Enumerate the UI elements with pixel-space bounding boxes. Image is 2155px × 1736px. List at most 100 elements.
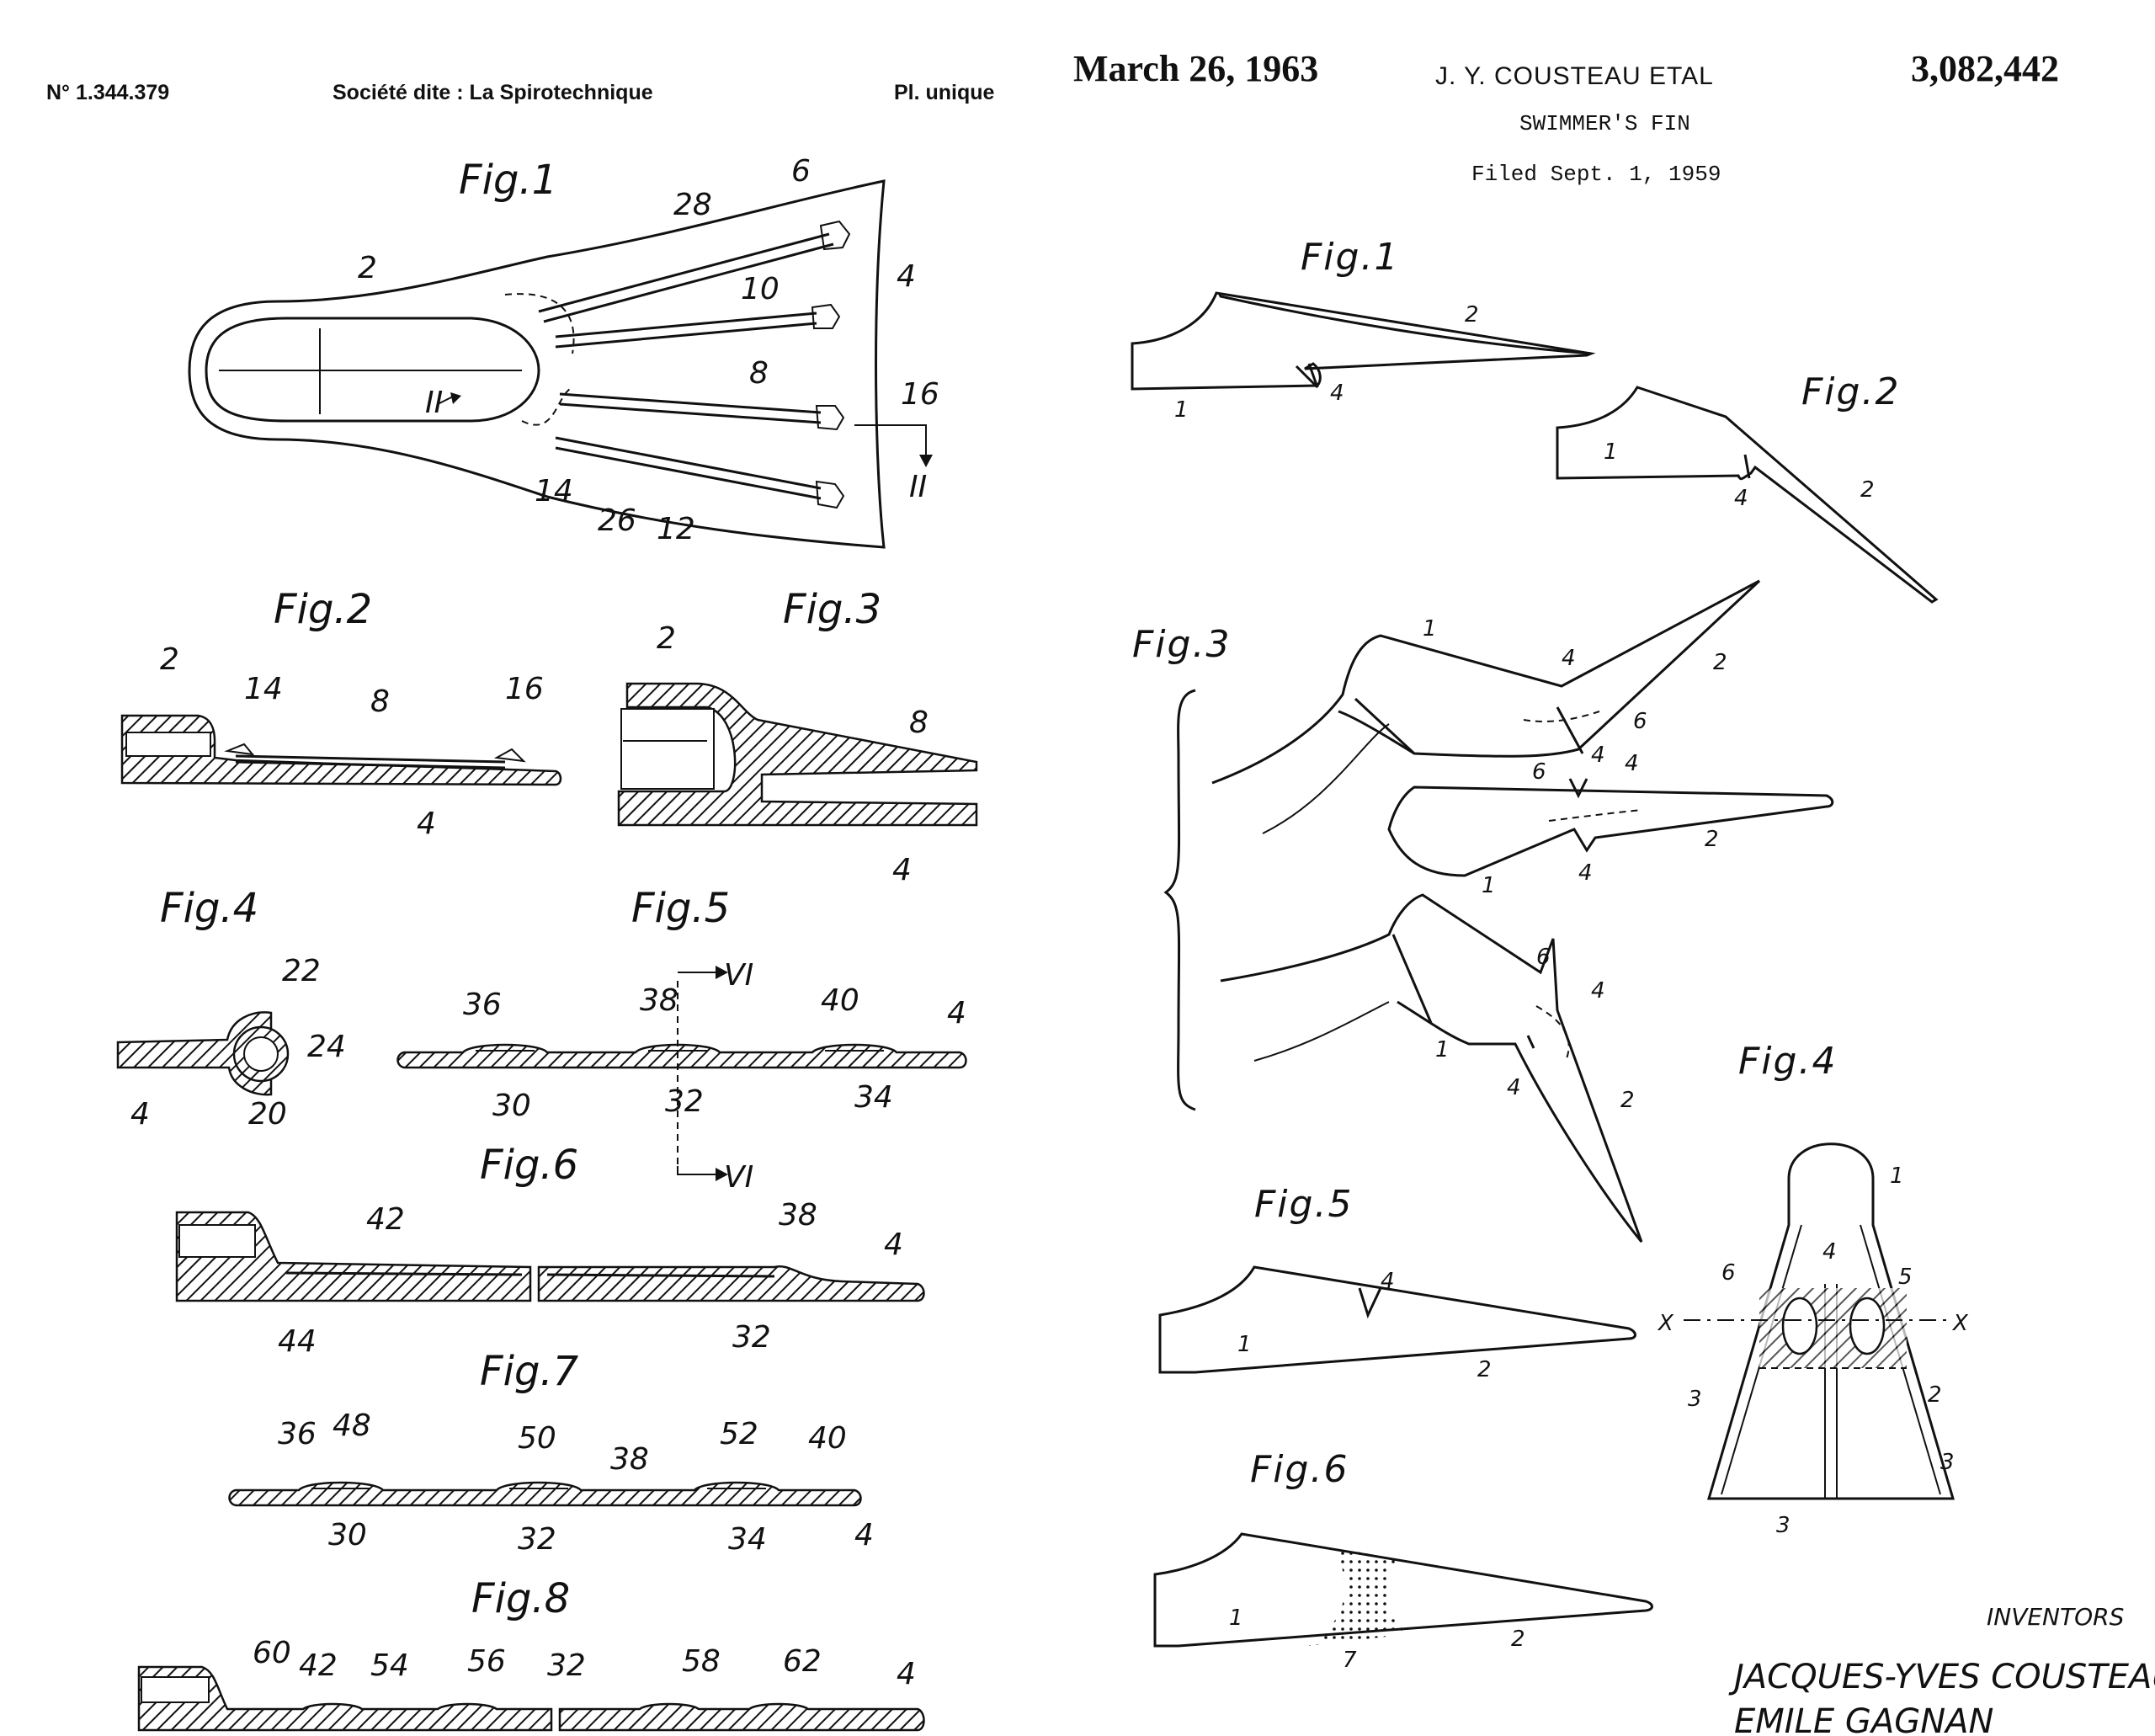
left-fig3-refs: 2 8 4 xyxy=(657,621,929,887)
inventors-label: INVENTORS xyxy=(1987,1603,2124,1631)
svg-text:8: 8 xyxy=(909,706,929,740)
right-patent-date: March 26, 1963 xyxy=(1073,48,1319,89)
right-fig2-label: Fig.2 xyxy=(1801,370,1900,413)
svg-text:2: 2 xyxy=(657,621,676,656)
svg-text:10: 10 xyxy=(741,272,780,306)
svg-text:4: 4 xyxy=(1381,1269,1395,1294)
svg-text:14: 14 xyxy=(244,672,283,706)
svg-text:24: 24 xyxy=(307,1030,346,1064)
right-fig1-label: Fig.1 xyxy=(1301,236,1399,279)
svg-text:42: 42 xyxy=(366,1202,405,1237)
left-fig6-refs: 42 38 4 44 32 xyxy=(278,1198,903,1359)
right-patent-number: 3,082,442 xyxy=(1911,48,2059,89)
svg-text:2: 2 xyxy=(1713,650,1727,675)
svg-text:22: 22 xyxy=(282,954,321,988)
right-patent-filed: Filed Sept. 1, 1959 xyxy=(1471,162,1721,187)
svg-text:8: 8 xyxy=(370,684,390,719)
svg-text:1: 1 xyxy=(1604,439,1618,465)
inventor-name-1: JACQUES-YVES COUSTEAU xyxy=(1728,1658,2155,1696)
svg-text:56: 56 xyxy=(467,1644,506,1679)
svg-text:4: 4 xyxy=(1591,743,1605,768)
left-fig7-label: Fig.7 xyxy=(480,1348,579,1395)
svg-text:16: 16 xyxy=(901,377,939,412)
right-fig4-drawing xyxy=(1684,1142,1955,1500)
right-patent-inventor-header: J. Y. COUSTEAU ETAL xyxy=(1435,62,1714,90)
svg-text:2: 2 xyxy=(1620,1088,1635,1113)
svg-text:4: 4 xyxy=(1578,860,1593,886)
right-fig4-label: Fig.4 xyxy=(1738,1040,1837,1083)
svg-text:2: 2 xyxy=(1705,827,1719,852)
left-patent-plate: Pl. unique xyxy=(894,81,995,104)
left-fig3-label: Fig.3 xyxy=(783,586,881,633)
svg-text:34: 34 xyxy=(728,1522,767,1557)
right-fig5-refs: 4 1 2 xyxy=(1237,1269,1492,1382)
svg-text:34: 34 xyxy=(854,1080,893,1115)
left-fig3-drawing xyxy=(617,682,978,827)
svg-text:32: 32 xyxy=(547,1648,586,1683)
svg-text:2: 2 xyxy=(1465,302,1479,327)
left-fig2-refs: 2 14 8 16 4 xyxy=(160,642,544,841)
left-fig5-refs: VI 36 38 40 4 30 32 34 VI xyxy=(463,958,966,1195)
svg-text:30: 30 xyxy=(492,1089,531,1123)
svg-text:26: 26 xyxy=(598,503,636,538)
right-fig3-label: Fig.3 xyxy=(1132,623,1231,666)
svg-text:54: 54 xyxy=(370,1648,409,1683)
svg-text:48: 48 xyxy=(333,1409,371,1443)
svg-text:20: 20 xyxy=(248,1097,287,1132)
left-fig4-drawing xyxy=(116,1011,290,1096)
left-fig8-label: Fig.8 xyxy=(471,1575,570,1622)
svg-text:6: 6 xyxy=(1633,709,1647,734)
svg-text:62: 62 xyxy=(783,1644,822,1679)
left-fig1-drawing xyxy=(188,179,933,549)
svg-text:4: 4 xyxy=(854,1518,874,1552)
left-fig6-label: Fig.6 xyxy=(480,1142,578,1189)
svg-text:4: 4 xyxy=(130,1097,150,1132)
svg-text:4: 4 xyxy=(884,1227,903,1262)
left-fig6-drawing xyxy=(175,1211,925,1302)
svg-text:1: 1 xyxy=(1423,616,1437,642)
svg-text:VI: VI xyxy=(724,1160,753,1195)
right-fig1-refs: 2 1 4 xyxy=(1174,302,1479,423)
svg-text:12: 12 xyxy=(657,512,695,546)
svg-text:38: 38 xyxy=(610,1442,649,1477)
svg-text:44: 44 xyxy=(278,1324,317,1359)
svg-text:36: 36 xyxy=(463,988,502,1022)
right-fig6-refs: 1 7 2 xyxy=(1229,1606,1525,1673)
inventor-name-2: EMILE GAGNAN xyxy=(1734,1702,1993,1736)
svg-text:4: 4 xyxy=(417,807,436,841)
right-fig4-refs: 1 6 4 5 X X 3 2 3 3 xyxy=(1657,1164,1969,1538)
svg-text:1: 1 xyxy=(1435,1037,1450,1062)
right-patent-title: SWIMMER'S FIN xyxy=(1519,111,1690,136)
left-patent-number: N° 1.344.379 xyxy=(46,81,170,104)
svg-text:50: 50 xyxy=(518,1421,556,1456)
svg-text:4: 4 xyxy=(1507,1075,1521,1100)
left-fig8-drawing xyxy=(137,1665,925,1732)
svg-text:2: 2 xyxy=(1511,1627,1525,1652)
svg-text:2: 2 xyxy=(1928,1382,1942,1408)
svg-text:2: 2 xyxy=(358,251,377,285)
svg-text:4: 4 xyxy=(892,853,912,887)
right-fig3-brace xyxy=(1163,689,1196,1111)
svg-text:6: 6 xyxy=(1721,1260,1736,1286)
svg-text:40: 40 xyxy=(808,1421,847,1456)
svg-text:1: 1 xyxy=(1482,873,1496,898)
svg-text:4: 4 xyxy=(897,1657,916,1691)
svg-text:38: 38 xyxy=(640,983,678,1018)
left-fig1-label: Fig.1 xyxy=(459,157,557,204)
svg-text:2: 2 xyxy=(1860,477,1875,503)
svg-text:42: 42 xyxy=(299,1648,338,1683)
svg-text:4: 4 xyxy=(947,996,966,1030)
left-patent-applicant: Société dite : La Spirotechnique xyxy=(333,81,653,104)
svg-text:16: 16 xyxy=(505,672,544,706)
svg-text:4: 4 xyxy=(897,259,916,294)
svg-text:3: 3 xyxy=(1688,1387,1702,1412)
svg-text:6: 6 xyxy=(791,154,811,189)
right-fig6-drawing xyxy=(1153,1532,1653,1648)
svg-text:II: II xyxy=(909,470,927,504)
left-fig2-label: Fig.2 xyxy=(274,586,372,633)
svg-text:6: 6 xyxy=(1532,759,1546,785)
right-fig3-drawing xyxy=(1211,579,1834,1243)
svg-text:38: 38 xyxy=(779,1198,817,1233)
right-fig6-label: Fig.6 xyxy=(1250,1448,1349,1491)
left-fig1-refs: 2 28 6 4 10 8 16 II II 14 26 12 xyxy=(358,154,939,546)
